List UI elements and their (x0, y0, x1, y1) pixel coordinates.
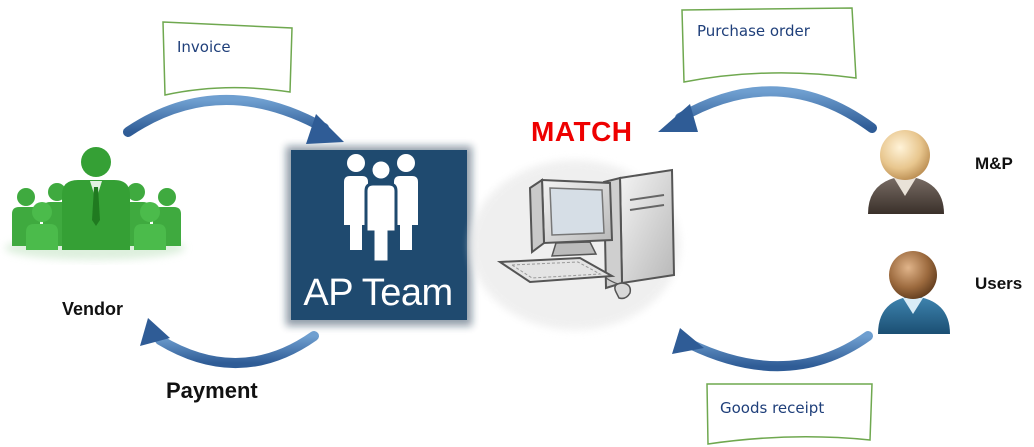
payment-arrow (140, 318, 319, 368)
computer-icon (470, 160, 680, 330)
goods-receipt-note (706, 383, 873, 445)
invoice-arrow (123, 95, 344, 144)
vendor-label: Vendor (62, 299, 124, 319)
person-icon (878, 251, 950, 334)
invoice-label: Invoice (177, 38, 231, 56)
mp-label: M&P (975, 154, 1013, 173)
ap-team-box (286, 146, 472, 326)
invoice-note (162, 21, 293, 96)
users-label: Users (975, 274, 1023, 293)
goods-receipt-arrow (672, 328, 873, 372)
payment-label: Payment (166, 378, 258, 403)
people-group-icon (5, 147, 185, 260)
match-label: MATCH (531, 116, 633, 147)
goods-receipt-label: Goods receipt (720, 399, 825, 417)
ap-team-label: AP Team (303, 272, 453, 314)
purchase-order-note (681, 7, 857, 83)
purchase-order-arrow (658, 86, 877, 133)
team-icon (344, 154, 418, 264)
person-icon (868, 130, 944, 214)
purchase-order-label: Purchase order (697, 22, 810, 40)
